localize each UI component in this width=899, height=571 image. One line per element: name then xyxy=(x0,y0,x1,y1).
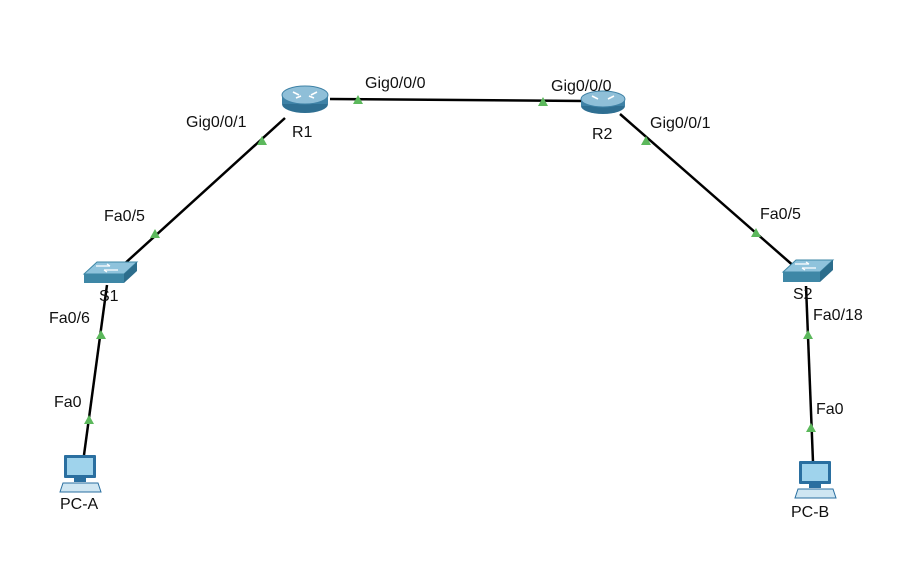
router-icon xyxy=(580,90,626,114)
port-indicator-r2-gig001 xyxy=(641,136,651,145)
port-label-r1-gig000: Gig0/0/0 xyxy=(365,75,426,92)
port-markers xyxy=(84,95,816,432)
port-label-r1-gig001: Gig0/0/1 xyxy=(186,114,247,131)
port-label-s2-fa05: Fa0/5 xyxy=(760,206,801,223)
port-indicator-r2-gig000 xyxy=(538,97,548,106)
device-label-r2: R2 xyxy=(592,126,613,143)
link-r1-s1[interactable] xyxy=(121,117,286,267)
switch-s1[interactable] xyxy=(82,261,139,283)
switch-icon xyxy=(781,259,835,282)
device-label-s1: S1 xyxy=(99,288,119,305)
port-label-s2-fa018: Fa0/18 xyxy=(813,307,863,324)
link-r1-r2[interactable] xyxy=(329,97,586,103)
port-label-pca-fa0: Fa0 xyxy=(54,394,82,411)
port-indicator-s2-fa018 xyxy=(803,330,813,339)
port-label-s1-fa05: Fa0/5 xyxy=(104,208,145,225)
port-indicator-pcb-fa0 xyxy=(806,423,816,432)
port-label-r2-gig000: Gig0/0/0 xyxy=(551,78,612,95)
link-r2-s2[interactable] xyxy=(619,113,797,269)
port-label-pcb-fa0: Fa0 xyxy=(816,401,844,418)
links xyxy=(82,97,815,463)
router-r1[interactable] xyxy=(281,85,329,113)
port-label-r2-gig001: Gig0/0/1 xyxy=(650,115,711,132)
switch-icon xyxy=(82,261,139,283)
port-indicator-s1-fa05 xyxy=(150,229,160,238)
device-label-pca: PC-A xyxy=(60,496,99,513)
link-s2-pcb[interactable] xyxy=(804,285,815,463)
pc-a[interactable] xyxy=(59,455,102,493)
link-s1-pca[interactable] xyxy=(82,284,109,456)
port-indicator-s2-fa05 xyxy=(751,228,761,237)
device-label-pcb: PC-B xyxy=(791,504,830,521)
device-label-r1: R1 xyxy=(292,124,313,141)
pc-b[interactable] xyxy=(794,461,837,499)
device-label-s2: S2 xyxy=(793,286,813,303)
port-indicator-s1-fa06 xyxy=(96,330,106,339)
pc-icon xyxy=(794,461,837,499)
port-indicator-pca-fa0 xyxy=(84,415,94,424)
router-icon xyxy=(281,85,329,113)
port-indicator-r1-gig001 xyxy=(257,136,267,145)
switch-s2[interactable] xyxy=(781,259,835,282)
router-r2[interactable] xyxy=(580,90,626,114)
port-label-s1-fa06: Fa0/6 xyxy=(49,310,90,327)
pc-icon xyxy=(59,455,102,493)
port-indicator-r1-gig000 xyxy=(353,95,363,104)
